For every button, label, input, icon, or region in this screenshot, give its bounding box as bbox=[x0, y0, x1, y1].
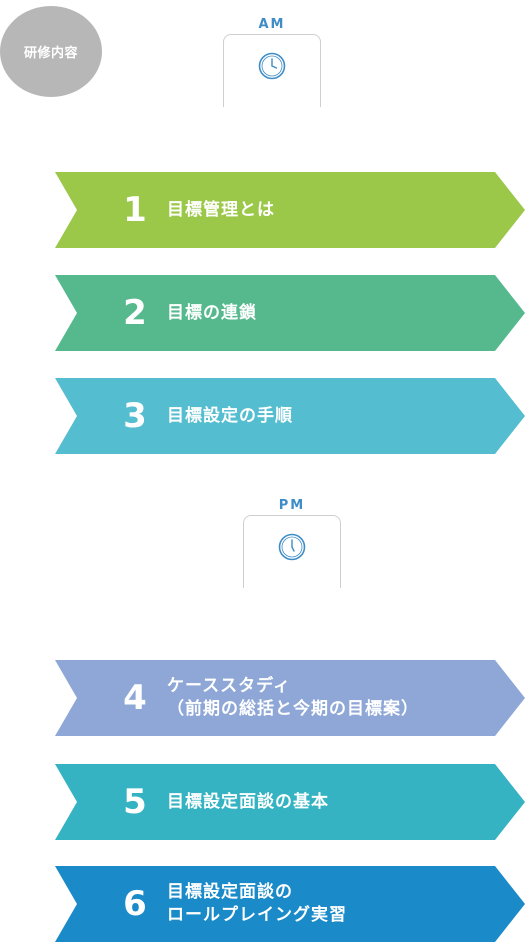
session-arrow-bg bbox=[55, 378, 525, 454]
session-title: 目標設定面談の ロールプレイング実習 bbox=[167, 881, 347, 927]
session-number: 6 bbox=[123, 884, 147, 924]
am-clock-panel: AM bbox=[223, 16, 321, 107]
session-title-line: （前期の総括と今期の目標案） bbox=[167, 699, 419, 719]
pm-clock-panel: PM bbox=[243, 497, 341, 588]
session-6: 6 目標設定面談の ロールプレイング実習 bbox=[55, 866, 525, 942]
badge-label: 研修内容 bbox=[23, 46, 78, 61]
session-title-line: 目標管理とは bbox=[167, 199, 275, 220]
session-title-line: ケーススタディ bbox=[167, 676, 291, 697]
pm-label: PM bbox=[278, 498, 306, 513]
session-arrow-bg bbox=[55, 764, 525, 840]
session-arrow-bg bbox=[55, 275, 525, 351]
device-frame bbox=[243, 515, 341, 588]
session-arrow-bg bbox=[55, 172, 525, 248]
clock-icon bbox=[278, 533, 306, 565]
session-5: 5 目標設定面談の基本 bbox=[55, 764, 525, 840]
session-number: 1 bbox=[123, 190, 147, 230]
session-arrow-bg bbox=[55, 866, 525, 942]
training-content-badge: 研修内容 bbox=[0, 6, 102, 97]
session-title-line: 目標の連鎖 bbox=[167, 302, 257, 323]
session-2: 2 目標の連鎖 bbox=[55, 275, 525, 351]
session-4: 4 ケーススタディ （前期の総括と今期の目標案） bbox=[55, 660, 525, 736]
session-title-line: ロールプレイング実習 bbox=[167, 905, 347, 925]
session-title: ケーススタディ （前期の総括と今期の目標案） bbox=[167, 675, 419, 721]
session-title: 目標設定の手順 bbox=[167, 405, 293, 428]
device-frame bbox=[223, 34, 321, 107]
am-label: AM bbox=[258, 17, 286, 32]
session-number: 5 bbox=[123, 782, 147, 822]
session-title-line: 目標設定の手順 bbox=[167, 405, 293, 426]
session-number: 2 bbox=[123, 293, 147, 333]
session-title-line: 目標設定面談の bbox=[167, 882, 293, 903]
session-arrow-bg bbox=[55, 660, 525, 736]
session-title: 目標管理とは bbox=[167, 199, 275, 222]
session-number: 4 bbox=[123, 678, 147, 718]
clock-icon bbox=[258, 52, 286, 84]
session-title: 目標の連鎖 bbox=[167, 302, 257, 325]
session-title: 目標設定面談の基本 bbox=[167, 791, 329, 814]
session-1: 1 目標管理とは bbox=[55, 172, 525, 248]
session-3: 3 目標設定の手順 bbox=[55, 378, 525, 454]
session-title-line: 目標設定面談の基本 bbox=[167, 791, 329, 812]
session-number: 3 bbox=[123, 396, 147, 436]
